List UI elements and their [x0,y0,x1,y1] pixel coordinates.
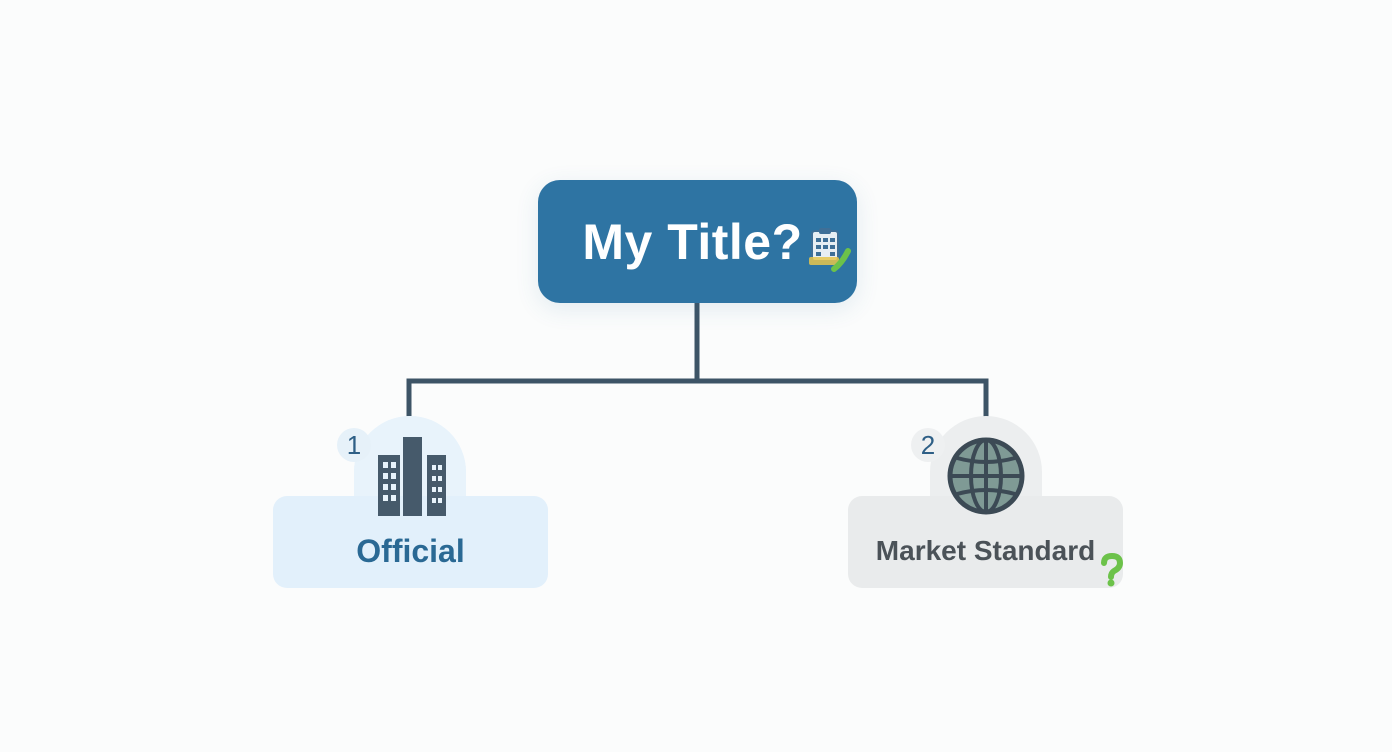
question-mark-icon [1101,553,1124,587]
market-number: 2 [920,429,936,460]
root-node[interactable]: My Title? [538,180,857,303]
market-standard-label: Market Standard [875,535,1096,566]
official-label: Official [356,532,465,569]
root-title: My Title? [582,213,803,270]
building-icon [378,437,446,516]
official-node[interactable]: Official [273,496,548,588]
official-number-badge: 1 [337,428,371,462]
globe-icon [947,437,1025,515]
clipboard-building-icon [809,228,851,272]
market-number-badge: 2 [911,428,945,462]
official-number: 1 [346,429,362,460]
